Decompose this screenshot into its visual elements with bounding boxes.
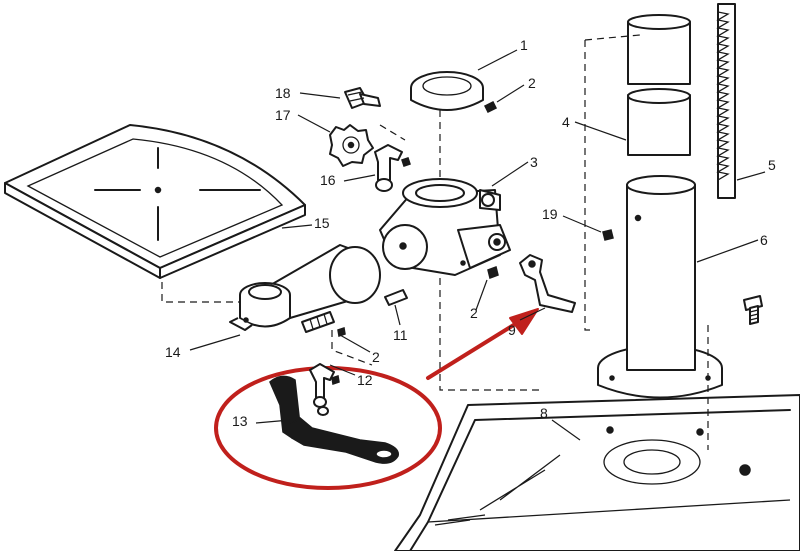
table-arm-part-14 <box>229 244 381 331</box>
callout-17: 17 <box>275 107 291 123</box>
highlight-arrow <box>426 316 527 380</box>
callout-15: 15 <box>314 215 330 231</box>
highlight-circle <box>214 366 442 490</box>
table-part-15 <box>4 124 306 279</box>
callout-2: 2 <box>372 349 380 365</box>
rack-part-5 <box>716 3 736 199</box>
pin-part-11 <box>384 289 408 306</box>
callout-3: 3 <box>530 154 538 170</box>
callout-4: 4 <box>562 114 570 130</box>
elbow-handle-part-16 <box>374 144 411 192</box>
callout-11: 11 <box>393 327 408 343</box>
callout-labels: 1 2 3 4 5 6 8 9 11 2 2 12 13 14 15 16 17… <box>165 37 776 429</box>
callout-14: 14 <box>165 344 181 360</box>
callout-2: 2 <box>470 305 478 321</box>
bolt-part <box>743 295 763 325</box>
clamp-screw <box>301 311 346 337</box>
callout-2: 2 <box>528 75 536 91</box>
callout-8: 8 <box>540 405 548 421</box>
callout-19: 19 <box>542 206 558 222</box>
leader-lines <box>189 49 766 441</box>
highlight-group <box>214 308 539 490</box>
column-part-6 <box>597 175 723 399</box>
callout-5: 5 <box>768 157 776 173</box>
head-bracket-part-3 <box>379 178 511 276</box>
set-screws-part-2 <box>483 100 614 279</box>
base-part-8 <box>394 394 800 551</box>
callout-13: 13 <box>232 413 248 429</box>
callout-6: 6 <box>760 232 768 248</box>
callout-18: 18 <box>275 85 291 101</box>
callout-1: 1 <box>520 37 528 53</box>
callout-16: 16 <box>320 172 336 188</box>
column-collar-part-4 <box>627 14 691 156</box>
callout-9: 9 <box>508 322 516 338</box>
crank-part-9 <box>519 254 576 313</box>
collar-part-1 <box>410 71 484 111</box>
shaft-part-18 <box>344 87 381 109</box>
callout-12: 12 <box>357 372 373 388</box>
gear-part-17 <box>329 124 374 167</box>
